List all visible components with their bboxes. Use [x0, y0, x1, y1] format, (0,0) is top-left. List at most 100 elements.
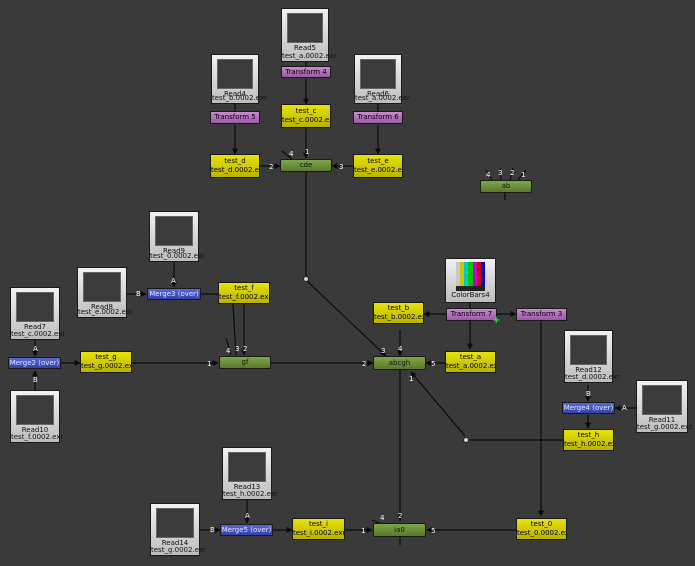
input-label: 3 [381, 347, 386, 355]
read-file: test_g.0002.exr [151, 546, 206, 554]
read-file: test_e.0002.exr [78, 308, 133, 316]
input-label: A [33, 345, 38, 353]
read-thumbnail [287, 13, 323, 43]
color-bar [456, 262, 461, 286]
node-name: ColorBars4 [451, 291, 490, 299]
node-label: Transform 7 [450, 310, 493, 318]
read-thumbnail [217, 59, 253, 89]
node-name: test_h [577, 431, 600, 439]
input-label: 2 [269, 163, 274, 171]
node-name: test_c [295, 107, 317, 115]
read-name: Read8 [90, 303, 114, 311]
node-name: test_e [367, 157, 389, 165]
transform7-node[interactable]: Transform 7 [446, 308, 497, 321]
transform6-node[interactable]: Transform 6 [353, 111, 403, 124]
node-file: test_b.0002.exr [374, 313, 424, 321]
input-label: 1 [409, 375, 414, 383]
node-file: test_i.0002.exr [293, 529, 345, 537]
read-file: test_b.0002.exr [212, 94, 267, 102]
ab-node[interactable]: ab [480, 180, 532, 193]
merge2-node[interactable]: Merge2 (over) [8, 357, 61, 369]
wire [306, 280, 387, 357]
colorbars-thumbnail [456, 262, 485, 286]
node-name: test_i [309, 520, 328, 528]
merge4-node[interactable]: Merge4 (over) [562, 402, 615, 414]
merge3-node[interactable]: Merge3 (over) [147, 288, 201, 300]
input-label: A [245, 512, 250, 520]
input-label: 2 [362, 360, 367, 368]
read-file: test_a.0002.exr [355, 94, 410, 102]
dot-node[interactable] [303, 276, 309, 282]
input-label: 1 [305, 148, 310, 156]
abcgh-node[interactable]: abcgh [373, 356, 426, 370]
read-thumbnail [156, 508, 194, 538]
add-input-icon[interactable]: + [492, 315, 501, 326]
node-label: Merge4 (over) [563, 404, 614, 412]
node-name: test_0 [530, 520, 553, 528]
transform4-node[interactable]: Transform 4 [281, 66, 331, 78]
read-name: Read13 [233, 483, 261, 491]
wire [225, 337, 232, 356]
input-label: B [210, 526, 215, 534]
node-label: Merge2 (over) [9, 359, 60, 367]
input-label: A [171, 277, 176, 285]
read-name: Read7 [23, 323, 47, 331]
input-label: 4 [380, 514, 385, 522]
input-label: 2 [510, 169, 515, 177]
input-label: 2 [398, 512, 403, 520]
merge5-node[interactable]: Merge5 (over) [220, 524, 273, 536]
read-name: Read9 [162, 247, 186, 255]
node-label: Transform 3 [520, 310, 563, 318]
colorbars4-node[interactable]: ColorBars4 [445, 258, 496, 303]
wire [410, 371, 466, 437]
node-label: Transform 4 [285, 68, 327, 76]
read-name: Read12 [575, 366, 602, 374]
color-bar [476, 262, 481, 286]
node-name: test_b [387, 304, 410, 312]
read-file: test_c.0002.exr [11, 330, 66, 338]
read-name: Read5 [293, 44, 317, 52]
cde-node[interactable]: cde [280, 159, 332, 172]
input-label: 5 [431, 360, 436, 368]
input-label: 1 [361, 527, 366, 535]
node-label: Transform 6 [357, 113, 399, 121]
input-label: B [136, 290, 141, 298]
read-file: test_0.0002.exr [150, 252, 205, 260]
ia0-node[interactable]: ia0 [373, 523, 426, 537]
read-name: Read4 [223, 90, 247, 98]
input-label: 3 [339, 163, 344, 171]
read-name: Read11 [648, 416, 676, 424]
wire [499, 167, 502, 181]
node-label: Merge5 (over) [221, 526, 272, 534]
dot-node[interactable] [463, 437, 469, 443]
node-label: ia0 [394, 526, 405, 534]
read-file: test_g.0002.exr [637, 423, 692, 431]
input-label: 4 [226, 347, 231, 355]
transform3-node[interactable]: Transform 3 [516, 308, 567, 321]
node-name: test_g [95, 353, 117, 361]
transform5-node[interactable]: Transform 5 [210, 111, 260, 124]
gf-node[interactable]: gf [219, 356, 271, 369]
